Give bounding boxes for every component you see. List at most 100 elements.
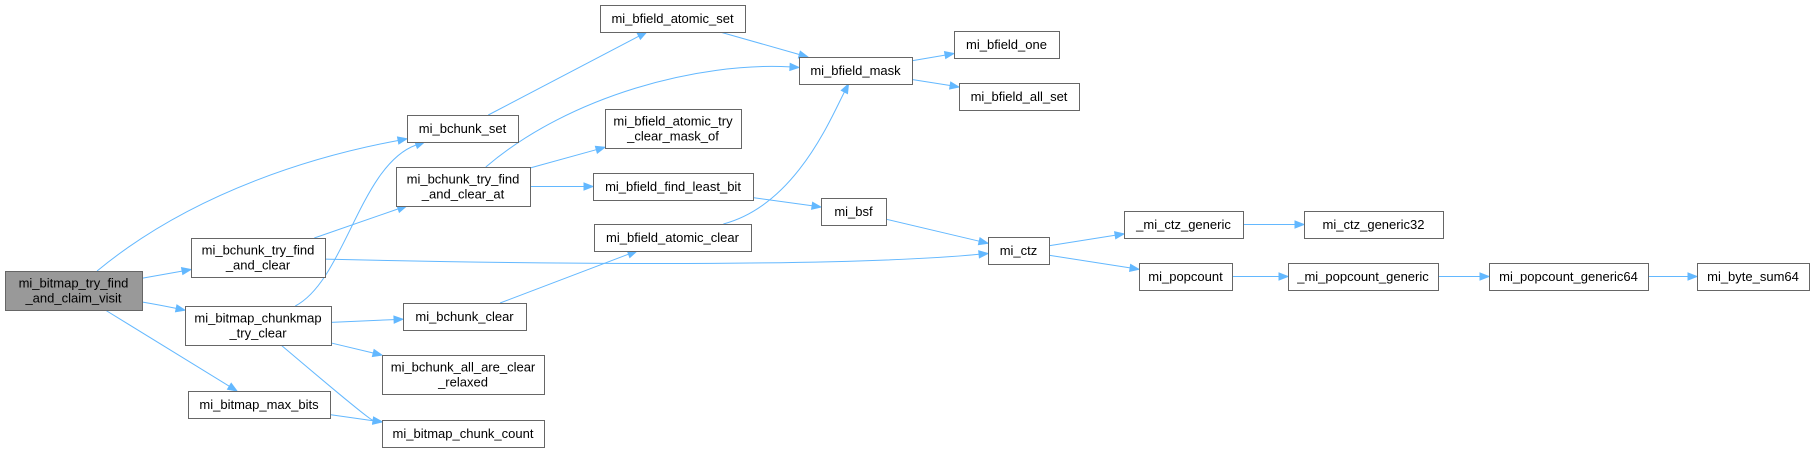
node-label: mi_bchunk_clear	[415, 309, 514, 324]
node-box	[959, 83, 1080, 111]
node-popcount-generic[interactable]: _mi_popcount_generic	[1288, 263, 1439, 291]
arrowhead-icon	[810, 201, 823, 210]
node-popcount[interactable]: mi_popcount	[1139, 263, 1233, 291]
node-bfield-mask[interactable]: mi_bfield_mask	[799, 57, 913, 85]
node-label: mi_bfield_mask	[810, 63, 901, 78]
node-box	[188, 391, 331, 419]
edge-popcount_generic64-to-byte_sum64	[1648, 272, 1699, 281]
node-box	[382, 355, 545, 395]
edges-layer	[96, 31, 1699, 425]
edge-line	[529, 149, 597, 169]
node-label: mi_bsf	[834, 204, 873, 219]
edge-line	[488, 35, 640, 116]
node-box	[396, 167, 531, 207]
node-atomic-try-clear-mask[interactable]: mi_bfield_atomic_try_clear_mask_of	[605, 109, 742, 149]
node-label: mi_bitmap_try_find	[19, 276, 129, 291]
node-label: _mi_popcount_generic	[1296, 269, 1429, 284]
edge-line	[1048, 234, 1116, 247]
edge-line	[885, 218, 980, 242]
node-popcount-generic64[interactable]: mi_popcount_generic64	[1489, 263, 1649, 291]
arrowhead-icon	[1113, 231, 1126, 240]
edge-bfield_mask-to-bfield_one	[911, 50, 956, 62]
edge-line	[911, 54, 946, 62]
node-byte-sum64[interactable]: mi_byte_sum64	[1697, 263, 1810, 291]
edge-line	[330, 342, 374, 354]
node-ctz-generic[interactable]: _mi_ctz_generic	[1124, 211, 1244, 239]
node-label: mi_ctz_generic32	[1323, 217, 1425, 232]
arrowhead-icon	[396, 136, 409, 145]
edge-max_bits-to-chunk_count	[329, 414, 384, 425]
edge-ctz_generic-to-ctz_generic32	[1243, 220, 1306, 229]
node-box	[1139, 263, 1233, 291]
node-box	[594, 224, 752, 252]
node-box	[382, 420, 545, 448]
node-root[interactable]: mi_bitmap_try_find_and_claim_visit	[5, 271, 143, 311]
node-chunk-count[interactable]: mi_bitmap_chunk_count	[382, 420, 545, 448]
edge-bsf-to-ctz	[885, 218, 990, 246]
node-max-bits[interactable]: mi_bitmap_max_bits	[188, 391, 331, 419]
arrowhead-icon	[789, 62, 801, 72]
node-ctz-generic32[interactable]: mi_ctz_generic32	[1304, 211, 1444, 239]
edge-try_find_clear-to-try_find_clear_at	[314, 205, 408, 239]
arrowhead-icon	[371, 348, 384, 358]
arrowhead-icon	[977, 236, 990, 246]
node-try-find-clear[interactable]: mi_bchunk_try_find_and_clear	[191, 238, 326, 278]
arrowhead-icon	[594, 145, 607, 154]
node-label: mi_bitmap_chunk_count	[393, 426, 534, 441]
edge-bchunk_clear-to-atomic_clear	[499, 250, 639, 304]
edge-bfield_mask-to-bfield_all_set	[911, 78, 961, 90]
node-label: mi_popcount_generic64	[1499, 269, 1638, 284]
node-bchunk-clear[interactable]: mi_bchunk_clear	[403, 303, 527, 331]
node-atomic-clear[interactable]: mi_bfield_atomic_clear	[594, 224, 752, 252]
edge-line	[280, 344, 374, 421]
node-label: mi_bchunk_try_find	[202, 243, 315, 258]
edge-line	[141, 270, 183, 279]
node-box	[407, 115, 519, 143]
nodes-layer: mi_bitmap_try_find_and_claim_visit mi_bch…	[5, 5, 1810, 448]
arrowhead-icon	[180, 266, 193, 276]
edge-atomic_set-to-bfield_mask	[719, 31, 810, 59]
arrowhead-icon	[583, 182, 595, 191]
node-find-least-bit[interactable]: mi_bfield_find_least_bit	[593, 173, 754, 201]
node-box	[593, 173, 754, 201]
node-label: _mi_ctz_generic	[1135, 217, 1231, 232]
node-label: mi_bfield_atomic_set	[611, 11, 734, 26]
node-all-are-clear[interactable]: mi_bchunk_all_are_clear_relaxed	[382, 355, 545, 395]
edge-line	[1048, 254, 1131, 269]
node-try-find-clear-at[interactable]: mi_bchunk_try_find_and_clear_at	[396, 167, 531, 207]
arrowhead-icon	[978, 250, 990, 259]
node-label: mi_bfield_atomic_try	[613, 114, 733, 129]
edge-root-to-try_find_clear	[141, 266, 193, 279]
node-box	[600, 5, 746, 33]
arrowhead-icon	[1278, 272, 1290, 281]
node-bchunk-set[interactable]: mi_bchunk_set	[407, 115, 519, 143]
edge-try_find_clear_at-to-atomic_try_clear_mask	[529, 145, 607, 169]
node-bfield-all-set[interactable]: mi_bfield_all_set	[959, 83, 1080, 111]
node-box	[954, 31, 1060, 59]
arrowhead-icon	[1294, 220, 1306, 229]
edge-try_find_clear-to-ctz	[324, 250, 990, 265]
edge-bchunk_set-to-atomic_set	[488, 31, 648, 116]
edge-line	[96, 140, 399, 272]
arrowhead-icon	[1687, 272, 1699, 281]
node-box	[1288, 263, 1439, 291]
edge-try_find_clear_at-to-find_least_bit	[530, 182, 595, 191]
arrowhead-icon	[1479, 272, 1491, 281]
node-box	[821, 198, 887, 226]
node-label: _clear_mask_of	[626, 129, 719, 144]
node-label: mi_bitmap_max_bits	[199, 397, 319, 412]
node-ctz[interactable]: mi_ctz	[988, 237, 1050, 265]
node-label: mi_ctz	[1000, 243, 1038, 258]
node-label: mi_byte_sum64	[1707, 269, 1799, 284]
node-atomic-set[interactable]: mi_bfield_atomic_set	[600, 5, 746, 33]
edge-line	[104, 309, 230, 387]
edge-line	[499, 253, 629, 304]
node-chunkmap-try-clear[interactable]: mi_bitmap_chunkmap_try_clear	[185, 306, 332, 346]
node-label: mi_bfield_atomic_clear	[606, 230, 740, 245]
edge-popcount-to-popcount_generic	[1232, 272, 1290, 281]
node-label: mi_bfield_find_least_bit	[605, 179, 741, 194]
node-bfield-one[interactable]: mi_bfield_one	[954, 31, 1060, 59]
node-label: mi_bchunk_set	[419, 121, 507, 136]
node-bsf[interactable]: mi_bsf	[821, 198, 887, 226]
